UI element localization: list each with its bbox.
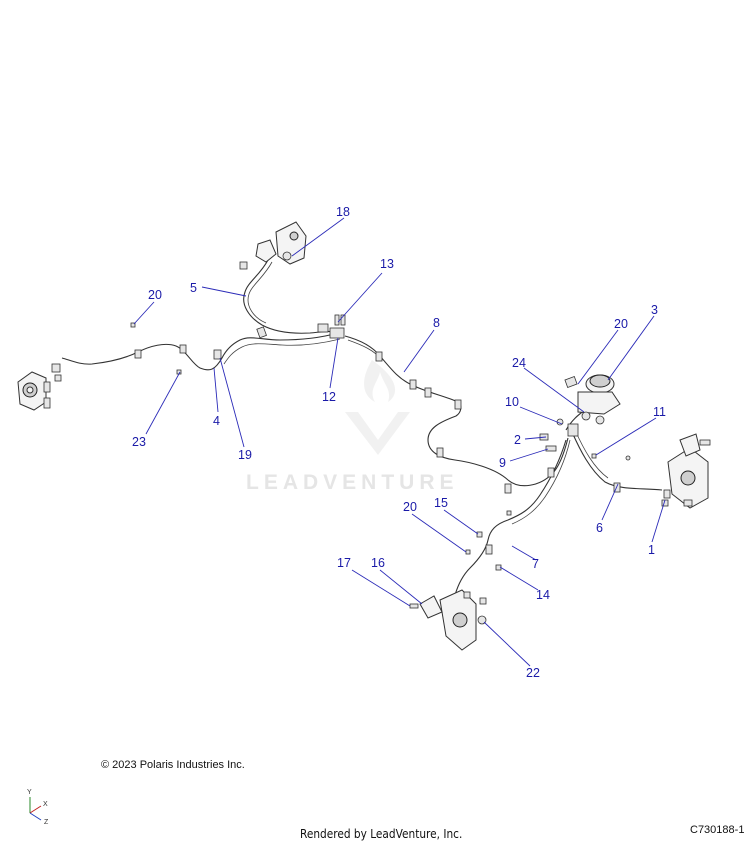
callout-5: 5 bbox=[190, 281, 197, 295]
callout-9: 9 bbox=[499, 456, 506, 470]
callout-8: 8 bbox=[433, 316, 440, 330]
callout-22: 22 bbox=[526, 666, 540, 680]
watermark-logo bbox=[345, 360, 410, 455]
upper-caliper bbox=[239, 221, 307, 270]
watermark-text: LEADVENTURE bbox=[246, 471, 459, 494]
copyright-text: © 2023 Polaris Industries Inc. bbox=[101, 759, 245, 771]
callout-24: 24 bbox=[512, 356, 526, 370]
callout-20-lower: 20 bbox=[403, 500, 417, 514]
axis-x-label: X bbox=[43, 801, 48, 808]
callout-10: 10 bbox=[505, 395, 519, 409]
axis-z-label: Z bbox=[44, 819, 49, 826]
leader-lines bbox=[133, 217, 666, 667]
callout-14: 14 bbox=[536, 588, 550, 602]
loose-fasteners bbox=[130, 322, 597, 571]
diagram-code: C730188-1 bbox=[690, 824, 745, 836]
callout-16: 16 bbox=[371, 556, 385, 570]
callout-20-upper: 20 bbox=[148, 288, 162, 302]
callout-6: 6 bbox=[596, 521, 603, 535]
bottom-caliper bbox=[409, 589, 487, 651]
callout-21: 20 bbox=[614, 317, 628, 331]
callout-3: 3 bbox=[651, 303, 658, 317]
line-clips bbox=[134, 314, 621, 555]
callout-19: 19 bbox=[238, 448, 252, 462]
master-cylinder bbox=[539, 374, 621, 452]
rendered-by-text: Rendered by LeadVenture, Inc. bbox=[300, 827, 463, 841]
callout-7: 7 bbox=[532, 557, 539, 571]
callout-15: 15 bbox=[434, 496, 448, 510]
callout-11: 11 bbox=[653, 405, 666, 419]
callout-23: 23 bbox=[132, 435, 146, 449]
axis-triad: Y X Z bbox=[27, 789, 49, 826]
left-caliper bbox=[17, 363, 62, 411]
callout-4: 4 bbox=[213, 414, 220, 428]
callout-labels: 18 5 20 13 8 12 23 4 19 20 3 24 10 2 9 1… bbox=[132, 205, 666, 680]
right-caliper bbox=[625, 433, 711, 509]
callout-2: 2 bbox=[514, 433, 521, 447]
callout-13: 13 bbox=[380, 257, 394, 271]
callout-1: 1 bbox=[648, 543, 655, 557]
axis-y-label: Y bbox=[27, 789, 32, 796]
callout-18: 18 bbox=[336, 205, 350, 219]
callout-12: 12 bbox=[322, 390, 336, 404]
callout-17: 17 bbox=[337, 556, 351, 570]
